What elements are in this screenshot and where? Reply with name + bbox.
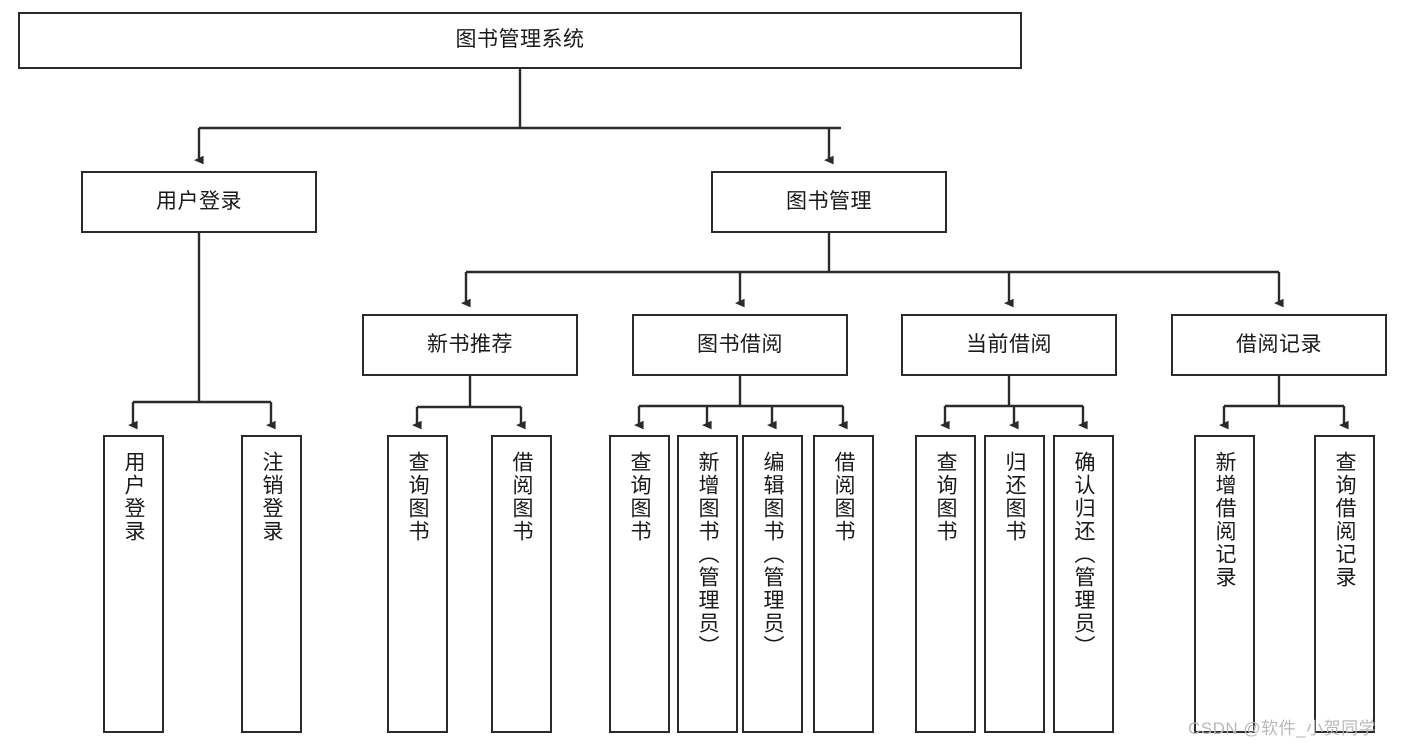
leaf-user-login-signout[interactable]: 注销登录 [241,435,302,733]
node-label: 新增借阅记录 [1213,451,1236,589]
node-label: 用户登录 [122,451,145,543]
leaf-recommend-borrow-book[interactable]: 借阅图书 [491,435,552,733]
node-label: 借阅图书 [510,451,533,543]
node-new-book-recommend[interactable]: 新书推荐 [362,314,578,376]
node-label: 图书借阅 [697,332,783,356]
node-label: 查询图书 [934,451,957,543]
node-label: 当前借阅 [966,332,1052,356]
leaf-borrow-add-book-admin[interactable]: 新增图书（管理员） [677,435,738,733]
node-book-management[interactable]: 图书管理 [711,171,947,233]
leaf-recommend-query-book[interactable]: 查询图书 [387,435,448,733]
node-label: 新增图书（管理员） [696,451,719,658]
node-label: 用户登录 [156,189,242,213]
node-label: 图书管理系统 [455,28,585,52]
leaf-current-query-book[interactable]: 查询图书 [915,435,976,733]
node-book-borrow[interactable]: 图书借阅 [632,314,848,376]
leaf-user-login-signin[interactable]: 用户登录 [103,435,164,733]
leaf-borrow-borrow-book[interactable]: 借阅图书 [813,435,874,733]
node-label: 归还图书 [1003,451,1026,543]
node-label: 新书推荐 [427,332,513,356]
node-label: 查询借阅记录 [1333,451,1356,589]
leaf-current-return-book[interactable]: 归还图书 [984,435,1045,733]
node-label: 图书管理 [786,189,872,213]
node-label: 查询图书 [406,451,429,543]
watermark-text: CSDN @软件_小贺同学 [1188,719,1377,738]
node-current-borrow[interactable]: 当前借阅 [901,314,1117,376]
node-label: 注销登录 [260,451,283,543]
node-user-login[interactable]: 用户登录 [81,171,317,233]
leaf-current-confirm-return-admin[interactable]: 确认归还（管理员） [1053,435,1114,733]
node-label: 借阅记录 [1236,332,1322,356]
leaf-record-query-record[interactable]: 查询借阅记录 [1314,435,1375,733]
node-label: 编辑图书（管理员） [761,451,784,658]
node-root-system[interactable]: 图书管理系统 [18,12,1022,69]
leaf-record-add-record[interactable]: 新增借阅记录 [1194,435,1255,733]
node-borrow-record[interactable]: 借阅记录 [1171,314,1387,376]
node-label: 确认归还（管理员） [1072,451,1095,658]
node-label: 查询图书 [628,451,651,543]
leaf-borrow-query-book[interactable]: 查询图书 [609,435,670,733]
leaf-borrow-edit-book-admin[interactable]: 编辑图书（管理员） [742,435,803,733]
node-label: 借阅图书 [832,451,855,543]
